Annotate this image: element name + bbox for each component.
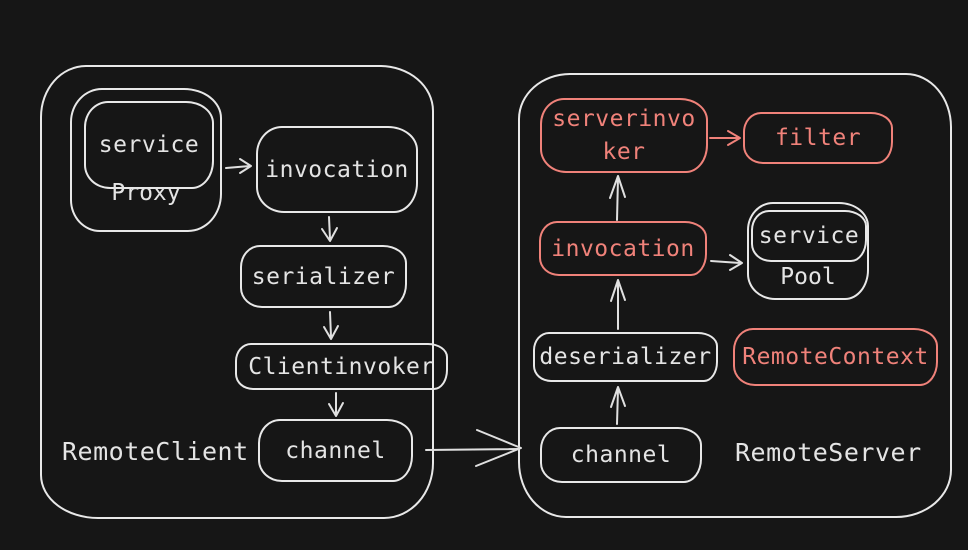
service-proxy-outer-box (70, 88, 222, 232)
deserializer-box: deserializer (533, 332, 718, 382)
client-channel-box: channel (258, 419, 413, 482)
remotecontext-box: RemoteContext (733, 328, 938, 386)
serverinvoker-box: serverinvo ker (540, 98, 708, 173)
serverinvoker-label-line1: serverinvo (552, 105, 696, 132)
remote-server-label: RemoteServer (735, 438, 922, 467)
clientinvoker-box: Clientinvoker (235, 343, 448, 390)
serializer-box: serializer (240, 245, 407, 308)
remote-client-container (40, 65, 434, 519)
client-invocation-label: invocation (265, 156, 409, 183)
client-invocation-box: invocation (256, 126, 418, 213)
arrow-channel-to-channel (425, 429, 522, 467)
service-pool-inner-box: service (751, 210, 867, 262)
serverinvoker-label-line2: ker (602, 138, 646, 165)
service-pool-label-top: service (758, 223, 860, 249)
filter-box: filter (743, 112, 893, 164)
clientinvoker-label: Clientinvoker (248, 353, 435, 380)
deserializer-label: deserializer (539, 344, 712, 370)
serializer-label: serializer (251, 263, 396, 290)
server-invocation-box: invocation (539, 221, 707, 276)
remote-client-label: RemoteClient (62, 437, 249, 466)
service-proxy-label-bottom: Proxy (111, 180, 181, 206)
service-pool-label-bottom: Pool (780, 264, 836, 290)
filter-label: filter (774, 125, 862, 151)
client-channel-label: channel (285, 437, 386, 464)
server-channel-box: channel (540, 427, 702, 483)
remotecontext-label: RemoteContext (742, 344, 929, 370)
service-proxy-inner-box: service (84, 101, 214, 189)
server-invocation-label: invocation (551, 235, 695, 262)
server-channel-label: channel (570, 442, 672, 468)
service-proxy-label-top: service (98, 132, 200, 158)
service-pool-outer-box (747, 202, 869, 300)
remote-server-container (518, 73, 952, 518)
